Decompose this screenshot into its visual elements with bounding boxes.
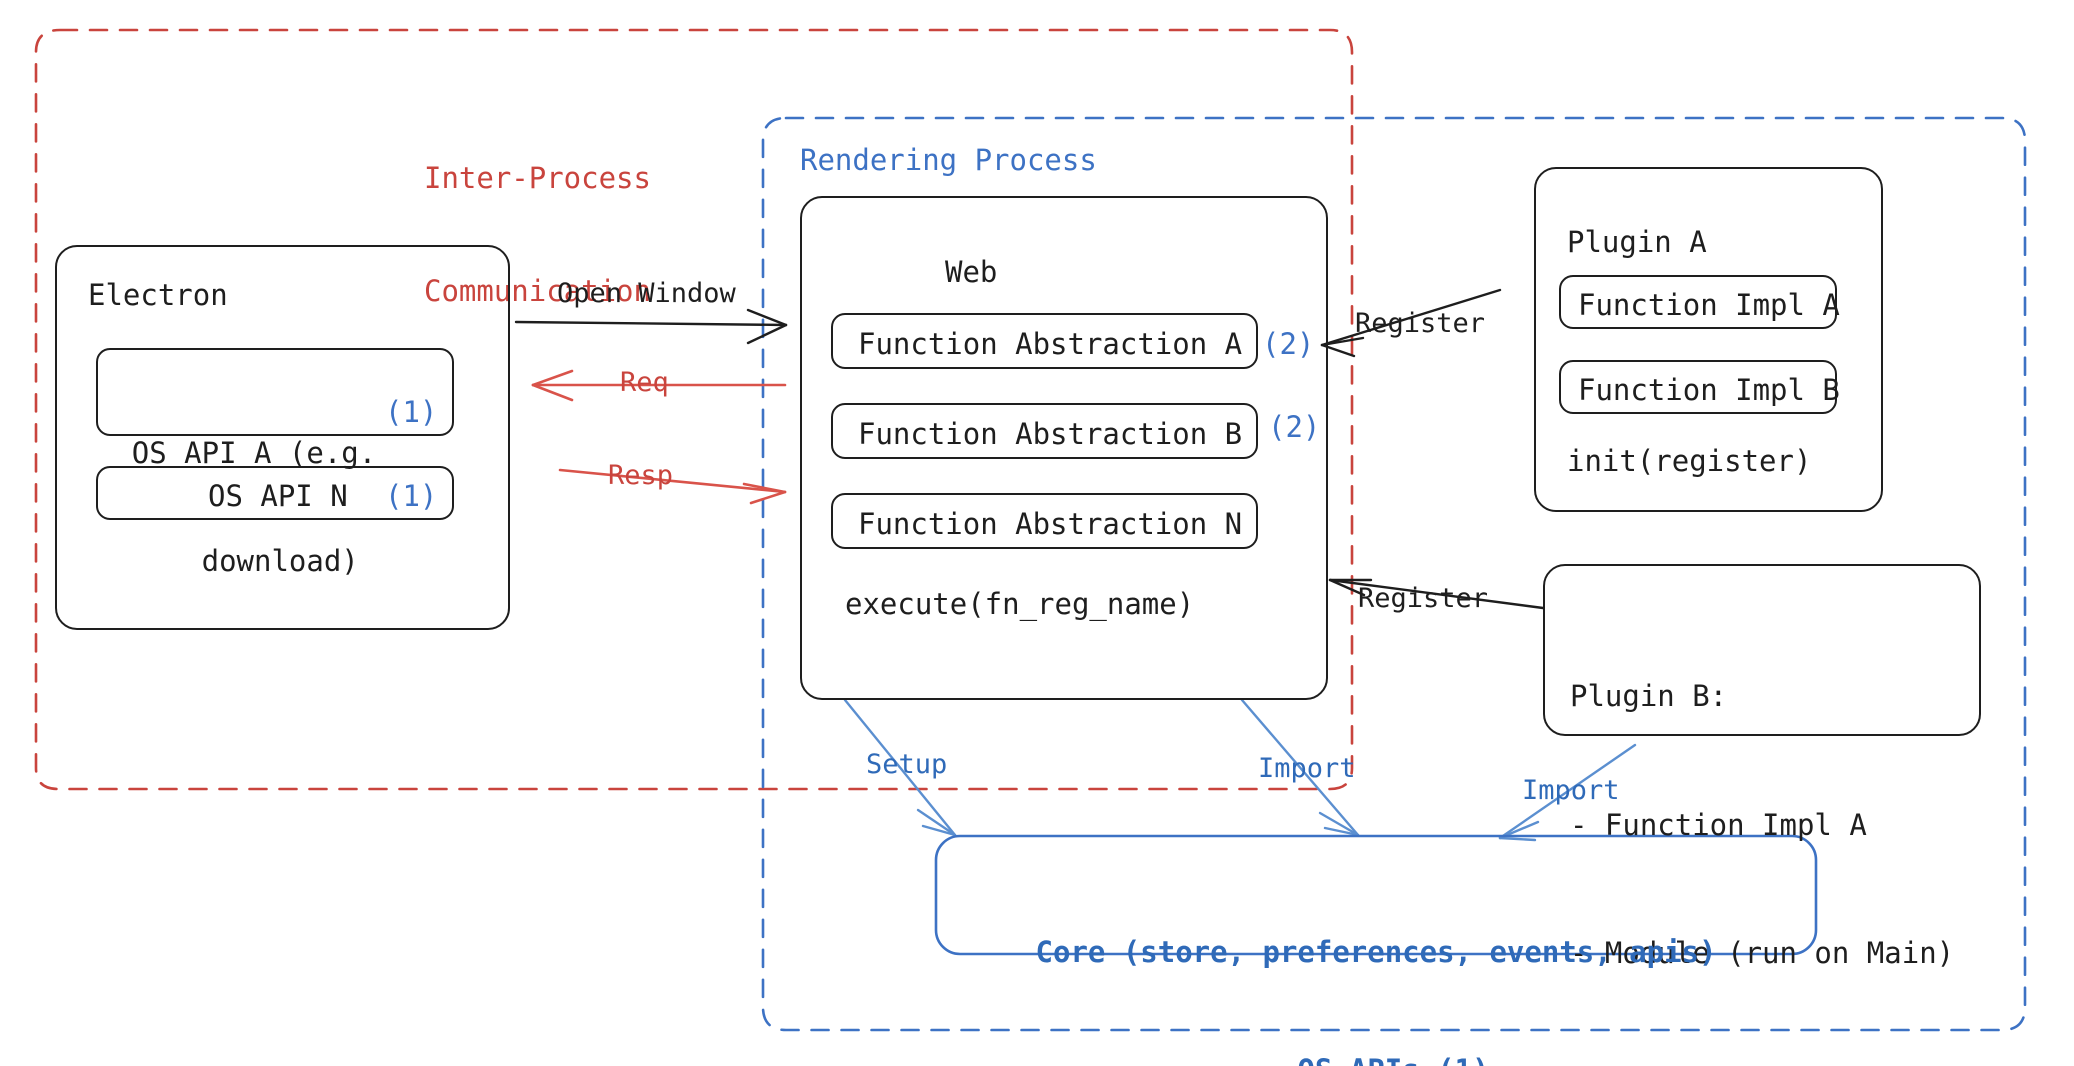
plugin-b-title: Plugin B:	[1570, 678, 1728, 713]
edge-label-register-a: Register	[1355, 308, 1486, 339]
rendering-region-label: Rendering Process	[800, 143, 1097, 177]
web-title: Web	[945, 255, 998, 289]
function-impl-a-box[interactable]	[1559, 275, 1837, 329]
edge-label-register-b: Register	[1358, 583, 1489, 614]
os-api-n-box[interactable]	[96, 466, 454, 520]
web-box[interactable]	[800, 196, 1328, 700]
plugin-b-box[interactable]	[1543, 564, 1981, 736]
web-footer-label: execute(fn_reg_name)	[845, 587, 1195, 621]
function-abstraction-a-label: Function Abstraction A	[858, 327, 1243, 361]
core-line-1: Core (store, preferences, events, apis)	[1035, 935, 1717, 970]
plugin-a-title: Plugin A	[1567, 225, 1707, 259]
os-api-a-box[interactable]	[96, 348, 454, 436]
plugin-a-footer-label: init(register)	[1567, 444, 1812, 478]
electron-title: Electron	[88, 278, 228, 312]
edge-label-import-web: Import	[1258, 753, 1356, 784]
function-abstraction-b-marker: (2)	[1268, 410, 1321, 444]
electron-box[interactable]	[55, 245, 510, 630]
function-impl-a-label: Function Impl A	[1578, 288, 1840, 322]
plugin-b-line-1: - Function Impl A	[1570, 807, 1867, 842]
core-box-content[interactable]: Core (store, preferences, events, apis) …	[936, 855, 1816, 1066]
os-api-n-marker: (1)	[385, 479, 438, 513]
function-abstraction-a-marker: (2)	[1262, 327, 1315, 361]
core-line-2: - OS APIs (1)	[936, 1051, 1816, 1066]
plugin-b-content: Plugin B: - Function Impl A - Module (ru…	[1570, 589, 1954, 1061]
edge-label-req: Req	[620, 367, 669, 398]
function-abstraction-n-box[interactable]	[831, 493, 1258, 549]
os-api-a-marker: (1)	[385, 395, 438, 429]
os-api-n-label: OS API N	[208, 479, 348, 513]
function-abstraction-b-box[interactable]	[831, 403, 1258, 459]
plugin-a-box[interactable]	[1534, 167, 1883, 512]
function-abstraction-n-label: Function Abstraction N	[858, 507, 1243, 541]
function-impl-b-label: Function Impl B	[1578, 373, 1840, 407]
edge-label-setup: Setup	[866, 749, 948, 780]
edge-label-open-window: Open Window	[557, 278, 736, 309]
edge-label-resp: Resp	[608, 460, 674, 491]
function-impl-b-box[interactable]	[1559, 360, 1837, 414]
edge-label-import-plugin: Import	[1522, 775, 1620, 806]
function-abstraction-a-box[interactable]	[831, 313, 1258, 369]
os-api-a-label: OS API A (e.g. download)	[131, 435, 377, 579]
ipc-region-label: Inter-Process Communication	[424, 161, 651, 309]
plugin-b-line-2: - Module (run on Main)	[1570, 936, 1955, 971]
function-abstraction-b-label: Function Abstraction B	[858, 417, 1243, 451]
